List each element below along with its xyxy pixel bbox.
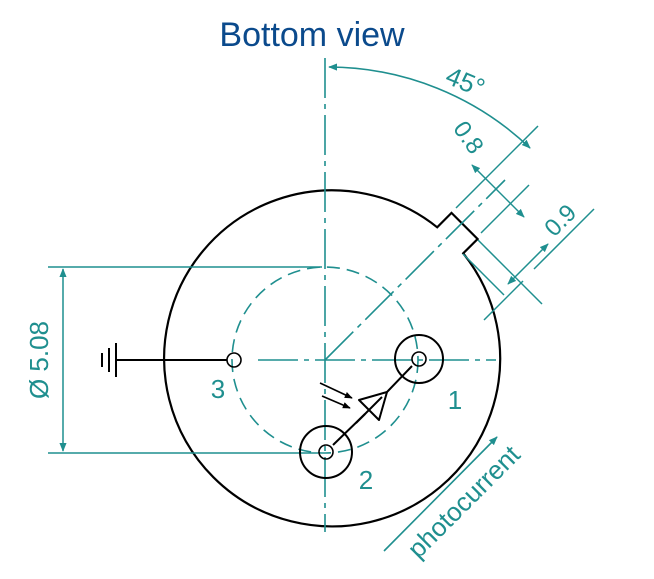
photodiode-wire-to-pin-1	[386, 365, 413, 393]
tab-depth-leader-inner	[483, 280, 524, 321]
tab-width-label: 0.8	[448, 116, 489, 159]
pin-3-hole	[226, 352, 242, 368]
ground-icon	[101, 343, 117, 377]
light-rays-icon	[319, 382, 353, 409]
diameter-label: Ø 5.08	[24, 321, 54, 399]
tab-depth-label: 0.9	[539, 199, 582, 242]
tab-width-dimension-line	[471, 164, 525, 218]
angle-dimension-label: 45°	[442, 60, 490, 103]
diagram-title: Bottom view	[219, 16, 405, 54]
photodiode-icon	[355, 391, 388, 424]
pin-1-hole	[411, 351, 427, 367]
tab-depth-dimension-line	[507, 243, 549, 285]
angle-dimension-arc	[328, 63, 531, 149]
current-arrow-icon	[383, 436, 498, 552]
package-outline	[163, 189, 502, 528]
tab-center-line	[324, 179, 506, 361]
pin-1-label: 1	[448, 385, 462, 415]
pin-1-pad	[394, 334, 444, 384]
pin-2-label: 2	[359, 465, 373, 495]
pin-3-label: 3	[211, 374, 225, 404]
pin-2-pad	[299, 425, 353, 479]
pin-2-hole	[318, 444, 334, 460]
tab-depth-extension-inner	[462, 253, 505, 296]
tab-width-extension-right	[480, 184, 530, 234]
